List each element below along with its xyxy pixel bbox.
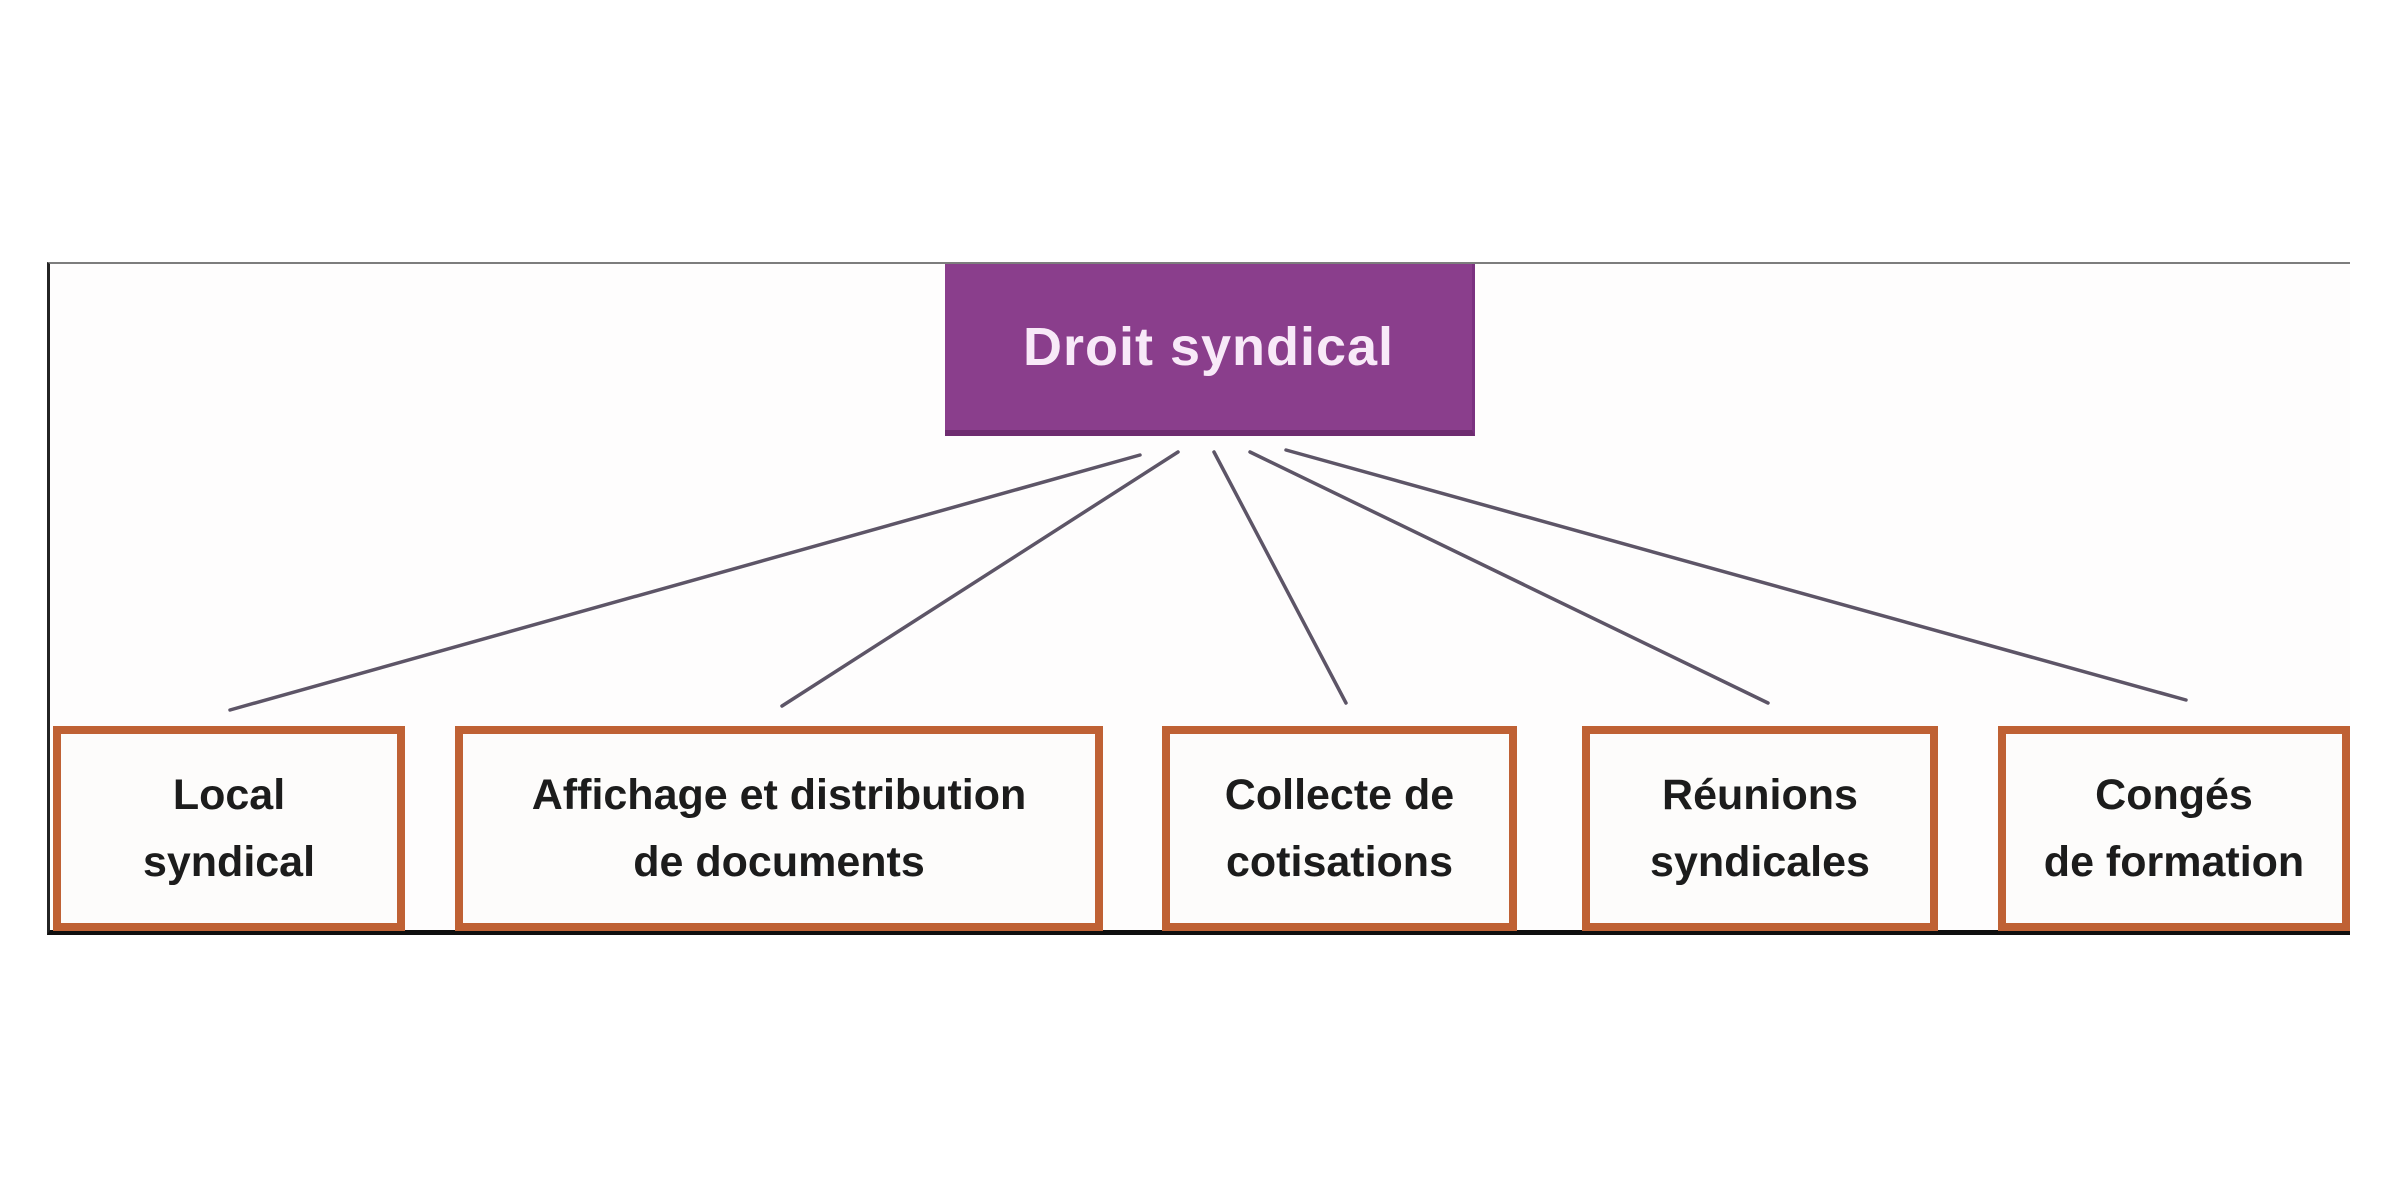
connector-lines — [228, 448, 2188, 712]
child-node-reunions-syndicales: Réunions syndicales — [1582, 726, 1938, 931]
child-node-conges-formation: Congés de formation — [1998, 726, 2350, 931]
connector-line-local-syndical — [228, 453, 1142, 712]
node-label-line: syndicales — [1650, 837, 1870, 886]
diagram-panel: Droit syndical Local syndical Affichage … — [47, 262, 2350, 935]
child-node-local-syndical: Local syndical — [53, 726, 405, 931]
connector-line-collecte-cotisations — [1212, 450, 1348, 705]
node-label-line: Congés — [2095, 770, 2253, 819]
root-node-label: Droit syndical — [1022, 317, 1395, 377]
node-label-line: Local — [172, 770, 286, 819]
node-label-line: Réunions — [1662, 770, 1858, 819]
child-node-affichage-distribution: Affichage et distribution de documents — [455, 726, 1103, 931]
child-node-collecte-cotisations: Collecte de cotisations — [1162, 726, 1517, 931]
node-label-line: de formation — [2043, 837, 2305, 886]
node-label-line: Affichage et distribution — [531, 770, 1027, 819]
root-node-droit-syndical: Droit syndical — [945, 264, 1475, 436]
connector-line-conges-formation — [1284, 448, 2188, 702]
node-label-line: Collecte de — [1224, 770, 1455, 819]
connector-line-affichage-distribution — [780, 450, 1180, 708]
node-label-line: syndical — [142, 837, 316, 886]
node-label-line: cotisations — [1226, 837, 1453, 886]
connector-line-reunions-syndicales — [1248, 450, 1770, 705]
node-label-line: de documents — [633, 837, 925, 886]
